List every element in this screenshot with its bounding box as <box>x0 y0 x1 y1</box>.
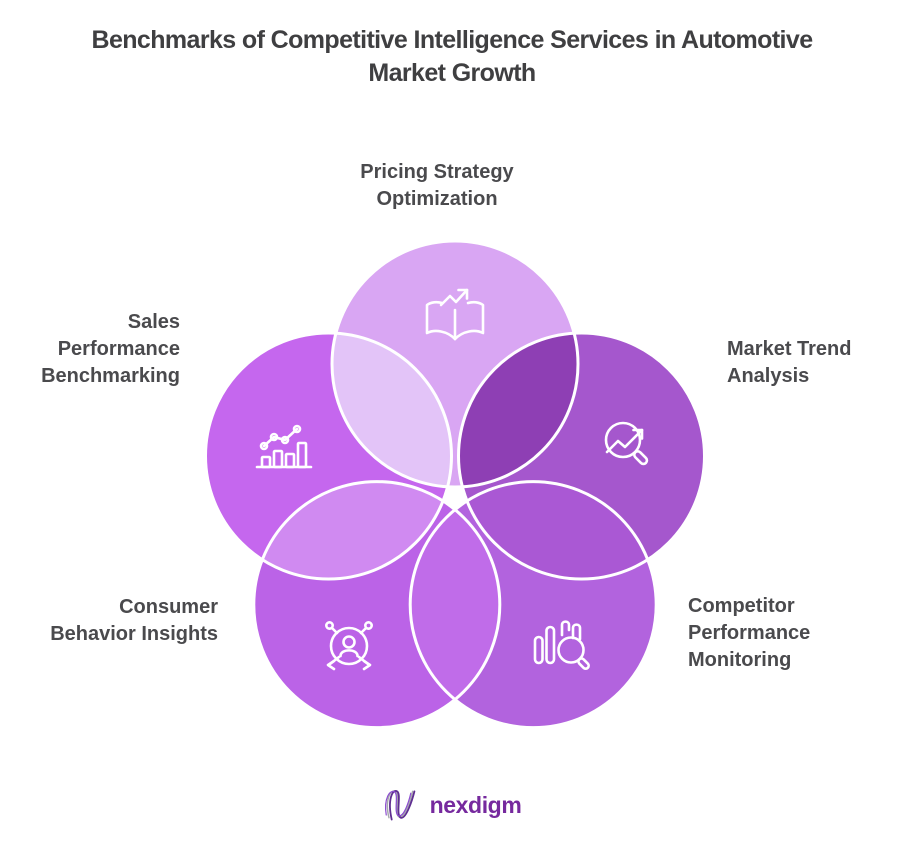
label-pricing-strategy-optimization: Pricing Strategy Optimization <box>360 161 514 210</box>
bar-line-chart-icon <box>255 424 313 469</box>
trend-magnifier-icon <box>604 421 649 466</box>
label-market-trend-analysis: Market Trend Analysis <box>727 338 852 387</box>
chart-magnifier-icon <box>533 620 590 670</box>
book-trend-icon <box>425 288 485 341</box>
page-title: Benchmarks of Competitive Intelligence S… <box>0 24 904 90</box>
page-title-line1: Benchmarks of Competitive Intelligence S… <box>91 26 813 54</box>
brand-logo-text: nexdigm <box>429 791 522 818</box>
label-consumer-behavior-insights: Consumer Behavior Insights <box>50 596 218 645</box>
label-sales-performance-benchmarking: Sales Performance Benchmarking <box>41 311 180 387</box>
overlap-pricing-sales <box>332 333 452 487</box>
overlap-consumer-competitor <box>410 481 500 728</box>
overlap-pricing-market <box>458 333 578 487</box>
brand-logo: nexdigm <box>383 784 522 826</box>
page-title-line2: Market Growth <box>368 59 536 87</box>
nexdigm-logo-icon <box>385 790 416 821</box>
circle-icons <box>255 288 649 671</box>
label-competitor-performance-monitoring: Competitor Performance Monitoring <box>688 595 811 671</box>
person-network-icon <box>324 620 373 671</box>
circle-outlines <box>204 239 706 730</box>
